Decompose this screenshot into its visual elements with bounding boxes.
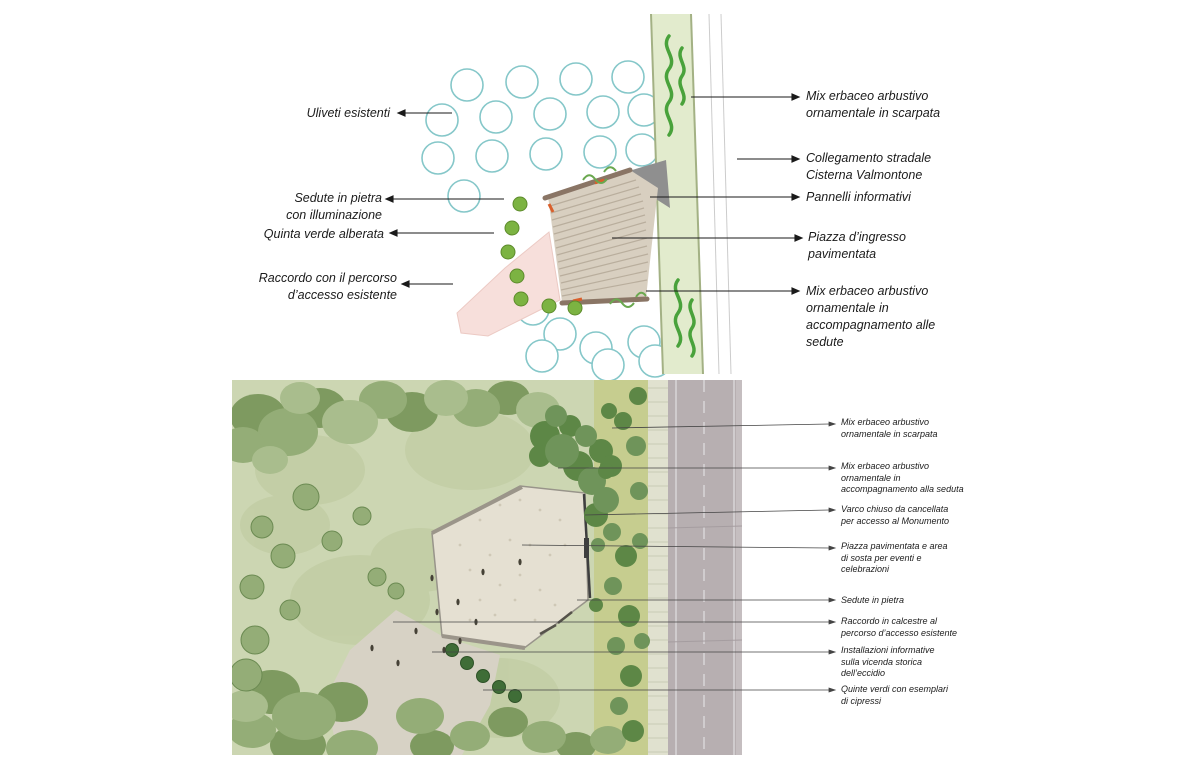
- plan-seating-wall-bottom: [441, 634, 526, 650]
- plaza-paving-steps: [549, 179, 649, 297]
- plan-render: [232, 380, 742, 755]
- seating-planting-tufts: [582, 166, 647, 308]
- plan-plaza: [431, 485, 592, 650]
- plan-scarpata-shrubs: [529, 405, 622, 527]
- roadside-squiggles: [664, 34, 696, 358]
- olive-grove: [421, 60, 672, 382]
- plan-label-quinte-verdi: Quinte verdi con esemplari di cipressi: [841, 684, 949, 706]
- label-pannelli-informativi: Pannelli informativi: [806, 190, 911, 204]
- label-raccordo-percorso: Raccordo con il percorso d’accesso esist…: [258, 271, 397, 302]
- plan-cypresses: [445, 643, 522, 703]
- plan-curb-strip: [648, 380, 668, 755]
- plan-label-mix-seduta: Mix erbaceo arbustivo ornamentale in acc…: [841, 461, 964, 495]
- plan-seating-wall-top: [431, 485, 523, 535]
- label-quinta-verde-alberata: Quinta verde alberata: [263, 227, 384, 241]
- top-schematic: [384, 13, 804, 382]
- stone-seating-edge: [542, 167, 633, 201]
- plan-label-piazza-pavimentata: Piazza pavimentata e area di sosta per e…: [841, 541, 948, 575]
- plan-label-mix-scarpata: Mix erbaceo arbustivo ornamentale in sca…: [841, 417, 938, 439]
- label-mix-erbaceo-scarpata: Mix erbaceo arbustivo ornamentale in sca…: [806, 89, 941, 120]
- plan-label-raccordo-calcestre: Raccordo in calcestre al percorso d’acce…: [841, 616, 958, 638]
- plan-benches: [539, 611, 573, 636]
- label-piazza-ingresso: Piazza d’ingresso pavimentata: [808, 230, 906, 261]
- label-mix-erbaceo-sedute: Mix erbaceo arbustivo ornamentale in acc…: [806, 284, 936, 349]
- plan-trees: [232, 380, 650, 755]
- label-uliveti-esistenti: Uliveti esistenti: [306, 106, 390, 120]
- label-collegamento-stradale: Collegamento stradale Cisterna Valmonton…: [806, 151, 932, 182]
- plan-single-bushes: [232, 483, 405, 692]
- top-callout-arrows: [384, 93, 804, 295]
- plan-label-sedute-in-pietra: Sedute in pietra: [841, 595, 905, 605]
- entry-plaza: [542, 167, 658, 306]
- plan-leader-lines: [393, 421, 837, 693]
- plan-label-varco-cancellata: Varco chiuso da cancellata per accesso a…: [841, 504, 950, 526]
- plan-label-installazioni-informative: Installazioni informative sulla vicenda …: [841, 645, 935, 679]
- plan-asphalt: [668, 380, 742, 755]
- plaza-paving-texture: [458, 498, 567, 622]
- label-sedute-in-pietra: Sedute in pietra con illuminazione: [286, 191, 382, 222]
- tree-row-dots: [500, 196, 583, 316]
- plan-verge-shrubs: [589, 387, 650, 742]
